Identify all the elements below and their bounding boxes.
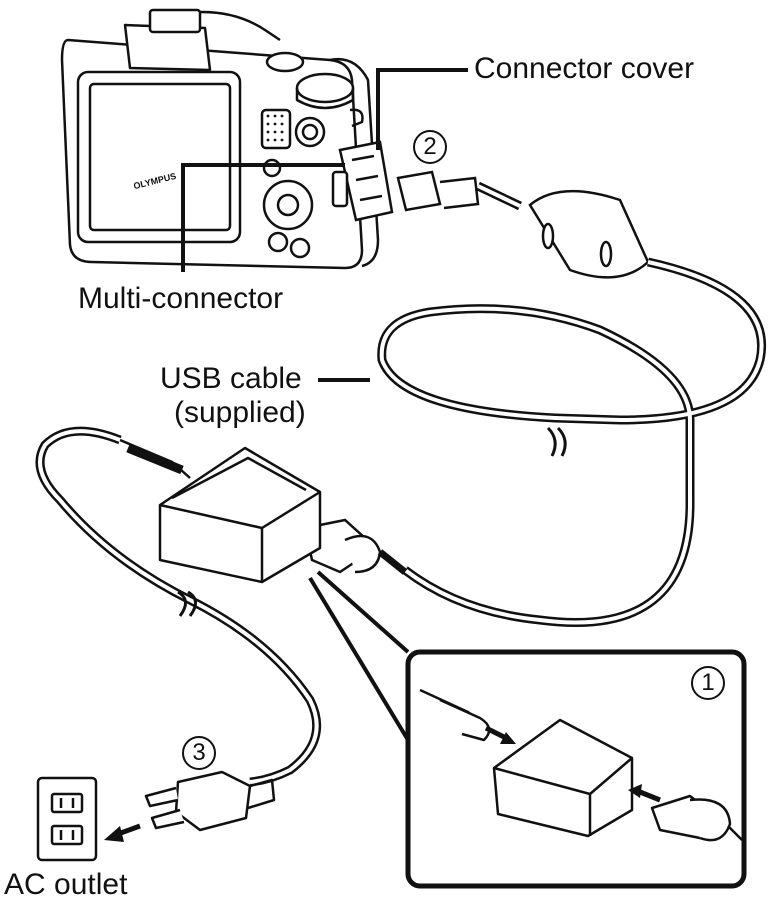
multi-connector-port — [331, 170, 349, 208]
ac-cord — [35, 426, 322, 787]
usb-cable-sublabel: (supplied) — [174, 396, 306, 429]
multi-connector-label: Multi-connector — [78, 282, 284, 315]
usb-cable — [303, 170, 766, 627]
plug-arrow — [104, 823, 141, 842]
inset-panel — [405, 649, 747, 889]
ac-plug — [144, 770, 276, 832]
usb-cable-label: USB cable — [160, 362, 302, 395]
ac-outlet-label: AC outlet — [4, 868, 128, 901]
step-2-badge: 2 — [413, 130, 447, 164]
step-1-badge: 1 — [691, 666, 725, 700]
inset-pointer — [308, 570, 410, 742]
camera — [60, 8, 380, 270]
connector-cover-label: Connector cover — [474, 52, 695, 85]
ac-adapter — [158, 446, 322, 584]
step-3-badge: 3 — [182, 736, 216, 770]
callout-lines — [181, 68, 468, 382]
ac-outlet — [36, 776, 98, 862]
connector-cover — [338, 140, 394, 222]
